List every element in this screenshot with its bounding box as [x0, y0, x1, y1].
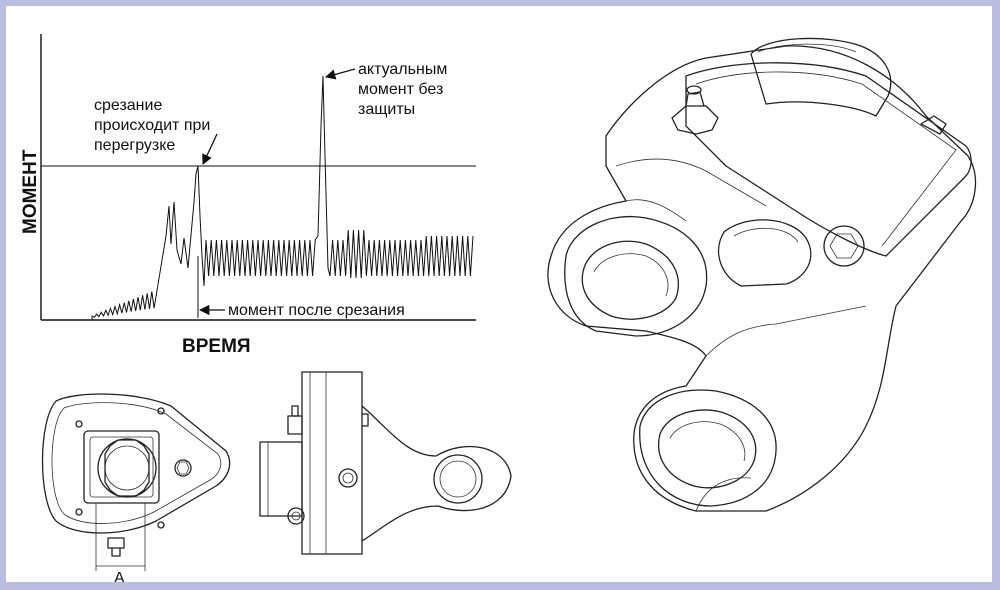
shear-overload-label: срезание происходит при перегрузке: [94, 97, 215, 154]
unprotected-peak-arrow: [324, 68, 356, 80]
shear-overload-arrow: [202, 133, 218, 165]
unprotected-peak-label: актуальным момент без защиты: [358, 61, 452, 118]
front-view-drawing: A: [41, 393, 231, 587]
isometric-view-drawing: [547, 37, 977, 512]
torque-graph: МОМЕНТ ВРЕМЯ срезание происходит при пер…: [20, 34, 476, 357]
torque-signal-line: [41, 75, 474, 321]
side-view-drawing: [259, 371, 512, 555]
figure-panel: МОМЕНТ ВРЕМЯ срезание происходит при пер…: [6, 6, 992, 587]
x-axis-label: ВРЕМЯ: [182, 336, 251, 357]
dimension-a-label: A: [114, 570, 125, 582]
torque-diagram: МОМЕНТ ВРЕМЯ срезание происходит при пер…: [20, 34, 977, 587]
after-shear-label: момент после срезания: [228, 302, 405, 319]
y-axis-label: МОМЕНТ: [20, 149, 41, 234]
